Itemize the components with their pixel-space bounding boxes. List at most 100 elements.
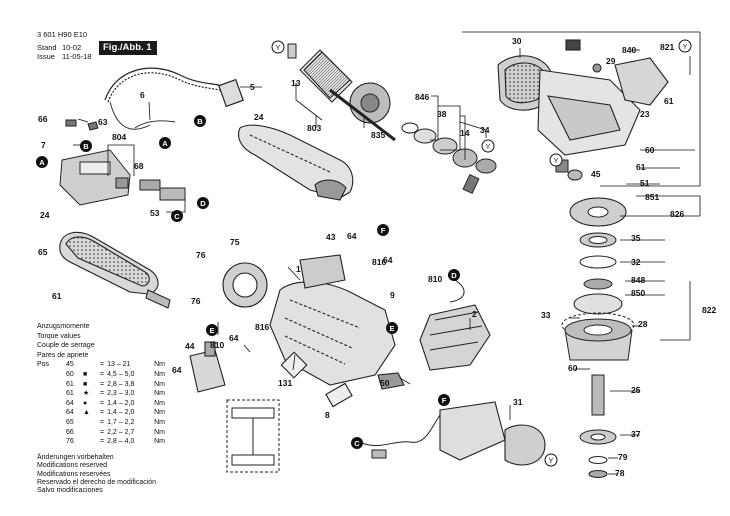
auxiliary-handle-drawing xyxy=(59,231,171,309)
torque-title-en: Torque values xyxy=(37,332,81,340)
torque-cell: 45 xyxy=(66,361,74,369)
torque-cell: Nm xyxy=(154,370,165,378)
part-label-33: 33 xyxy=(541,310,551,320)
callout-A-left: A xyxy=(36,156,48,168)
part-label-61: 61 xyxy=(636,162,646,172)
callout-C-top: C xyxy=(171,210,183,222)
part-label-37: 37 xyxy=(631,429,641,439)
part-label-826: 826 xyxy=(670,209,684,219)
torque-cell: 1,7 – 2,2 xyxy=(107,418,135,426)
part-label-848: 848 xyxy=(631,275,645,285)
svg-text:C: C xyxy=(354,439,360,448)
torque-cell: 4,5 – 5,0 xyxy=(107,370,135,378)
torque-cell: 61 xyxy=(66,380,74,388)
part-label-840: 840 xyxy=(622,45,636,55)
svg-text:B: B xyxy=(197,117,203,126)
svg-text:B: B xyxy=(83,142,89,151)
torque-cell: Pos xyxy=(37,361,50,369)
part-label-64: 64 xyxy=(347,231,357,241)
svg-text:Y: Y xyxy=(486,144,491,151)
svg-text:Y: Y xyxy=(554,158,559,165)
part-label-810: 810 xyxy=(428,274,442,284)
part-label-28: 28 xyxy=(638,319,648,329)
torque-cell xyxy=(37,408,66,418)
torque-cell: = xyxy=(100,428,105,436)
torque-cell: 2,2 – 2,7 xyxy=(107,428,135,436)
part-label-35: 35 xyxy=(631,233,641,243)
part-label-835: 835 xyxy=(371,130,385,140)
part-label-2: 2 xyxy=(472,309,477,319)
torque-cell: 13 – 21 xyxy=(107,361,131,369)
part-label-810: 810 xyxy=(210,340,224,350)
part-label-66: 66 xyxy=(38,114,48,124)
callout-E-left: E xyxy=(206,324,218,336)
svg-text:Y: Y xyxy=(549,458,554,465)
issue-value: 11-05-18 xyxy=(62,52,92,61)
torque-cell xyxy=(83,428,100,438)
torque-cell: 2,8 – 3,8 xyxy=(107,380,135,388)
part-label-75: 75 xyxy=(230,237,240,247)
torque-cell: ■ xyxy=(83,380,88,388)
torque-cell: Nm xyxy=(154,399,165,407)
torque-cell: 66 xyxy=(66,428,74,436)
callout-E-right: E xyxy=(386,322,398,334)
torque-cell: 64 xyxy=(66,399,74,407)
part-label-65: 65 xyxy=(38,247,48,257)
torque-cell: ● xyxy=(83,399,88,407)
svg-text:D: D xyxy=(200,199,206,208)
switch-assembly-drawing xyxy=(59,119,186,206)
torque-title-fr: Couple de serrage xyxy=(37,342,95,350)
wiring-schematic-drawing xyxy=(226,399,280,473)
torque-cell: 2,3 – 3,0 xyxy=(107,390,135,398)
svg-text:D: D xyxy=(451,271,457,280)
torque-cell: 1,4 – 2,0 xyxy=(107,399,135,407)
torque-cell xyxy=(37,437,66,447)
torque-cell: 65 xyxy=(66,418,74,426)
torque-cell: 60 xyxy=(66,370,74,378)
part-label-23: 23 xyxy=(640,109,650,119)
torque-cell: 2,8 – 4,0 xyxy=(107,438,135,446)
part-label-32: 32 xyxy=(631,257,641,267)
torque-cell: Nm xyxy=(154,418,165,426)
svg-text:C: C xyxy=(174,212,180,221)
torque-title-de: Anzugsmomente xyxy=(37,323,90,330)
callout-Y-right: Y xyxy=(678,39,692,53)
gear-housing-drawing xyxy=(497,39,669,156)
part-label-38: 38 xyxy=(437,109,447,119)
part-label-131: 131 xyxy=(278,378,292,388)
torque-cell xyxy=(83,360,100,370)
torque-cell xyxy=(83,437,100,447)
torque-cell: 64 xyxy=(66,409,74,417)
torque-cell: = xyxy=(100,361,105,369)
torque-cell: = xyxy=(100,438,105,446)
part-label-34: 34 xyxy=(480,125,490,135)
svg-text:A: A xyxy=(162,139,168,148)
svg-text:E: E xyxy=(209,326,214,335)
torque-cell: Nm xyxy=(154,390,165,398)
part-label-60: 60 xyxy=(568,363,578,373)
part-label-45: 45 xyxy=(591,169,601,179)
torque-cell: Nm xyxy=(154,380,165,388)
part-label-64: 64 xyxy=(383,255,393,265)
figure-badge: Fig./Abb. 1 xyxy=(99,41,157,55)
callout-Y-bottom-right: Y xyxy=(544,453,558,467)
callout-C-bottom: C xyxy=(351,437,363,449)
callout-B-left: B xyxy=(80,140,92,152)
torque-cell xyxy=(37,399,66,409)
svg-text:A: A xyxy=(39,158,45,167)
torque-cell: = xyxy=(100,399,105,407)
motor-housing-drawing xyxy=(189,254,546,466)
callout-Y-center: Y xyxy=(481,139,495,153)
torque-cell: 76 xyxy=(66,438,74,446)
lower-cord-drawing xyxy=(361,279,465,459)
note-line: Modifications reservées xyxy=(37,470,111,478)
part-label-803: 803 xyxy=(307,123,321,133)
part-label-51: 51 xyxy=(640,178,650,188)
part-label-9: 9 xyxy=(390,290,395,300)
callout-D-top: D xyxy=(197,197,209,209)
part-label-5: 5 xyxy=(250,82,255,92)
